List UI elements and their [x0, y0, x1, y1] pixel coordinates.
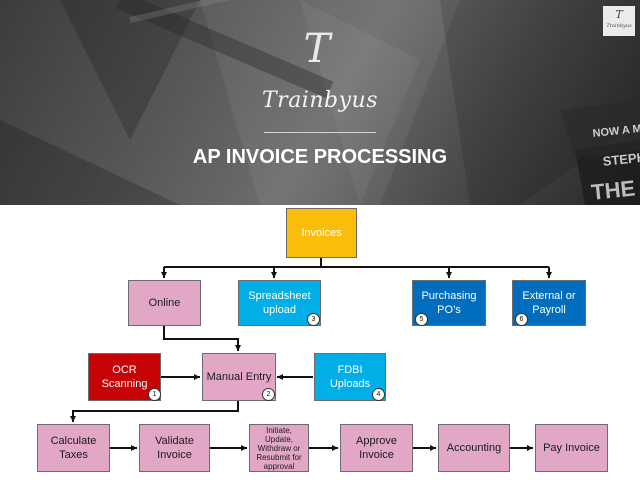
- ocr-scanning-node: OCR Scanning 1: [88, 353, 161, 401]
- step-number-badge: 6: [515, 313, 528, 326]
- approve-invoice-node: Approve Invoice: [340, 424, 413, 472]
- validate-invoice-node: Validate Invoice: [139, 424, 210, 472]
- pay-invoice-label: Pay Invoice: [543, 442, 600, 454]
- initiate-approval-label: Initiate, Update, Withdraw or Resubmit f…: [256, 425, 302, 471]
- fdbi-uploads-node: FDBI Uploads 4: [314, 353, 386, 401]
- pay-invoice-node: Pay Invoice: [535, 424, 608, 472]
- external-payroll-node: External or Payroll 6: [512, 280, 586, 326]
- corner-logo-badge: T Trainbyus: [603, 6, 635, 36]
- initiate-approval-node: Initiate, Update, Withdraw or Resubmit f…: [249, 424, 309, 472]
- invoices-node: Invoices: [286, 208, 357, 258]
- brand-monogram-logo: T: [303, 26, 331, 72]
- purchasing-pos-node: Purchasing PO’s 5: [412, 280, 486, 326]
- step-number-badge: 1: [148, 388, 161, 401]
- accounting-label: Accounting: [446, 442, 502, 454]
- step-number-badge: 3: [307, 313, 320, 326]
- invoices-label: Invoices: [301, 227, 342, 239]
- brand-name: Trainbyus: [262, 88, 378, 113]
- arrow-online-to-manual: [163, 326, 241, 351]
- validate-invoice-label: Validate Invoice: [155, 435, 194, 461]
- approve-invoice-label: Approve Invoice: [356, 435, 397, 461]
- external-payroll-label: External or Payroll: [522, 290, 576, 316]
- header-banner: NOW A M STEPH THE T Trainbyus AP INVOICE…: [0, 0, 640, 205]
- title-divider: [264, 132, 376, 133]
- spreadsheet-upload-label: Spreadsheet upload: [248, 290, 311, 316]
- banner-background-art: [0, 0, 640, 205]
- accounting-node: Accounting: [438, 424, 510, 472]
- arrow-manual-to-calculate: [70, 401, 239, 422]
- corner-badge-name: Trainbyus: [606, 23, 632, 29]
- calculate-taxes-label: Calculate Taxes: [50, 435, 97, 461]
- calculate-taxes-node: Calculate Taxes: [37, 424, 110, 472]
- ocr-scanning-label: OCR Scanning: [101, 364, 148, 390]
- step-number-badge: 4: [372, 388, 385, 401]
- step-number-badge: 2: [262, 388, 275, 401]
- page-title: AP INVOICE PROCESSING: [192, 146, 448, 168]
- online-label: Online: [148, 297, 181, 309]
- fdbi-uploads-label: FDBI Uploads: [329, 364, 371, 390]
- corner-badge-monogram: T: [615, 8, 623, 21]
- spreadsheet-upload-node: Spreadsheet upload 3: [238, 280, 321, 326]
- manual-entry-node: Manual Entry 2: [202, 353, 276, 401]
- step-number-badge: 5: [415, 313, 428, 326]
- purchasing-pos-label: Purchasing PO’s: [421, 290, 477, 316]
- manual-entry-label: Manual Entry: [206, 371, 272, 383]
- online-node: Online: [128, 280, 201, 326]
